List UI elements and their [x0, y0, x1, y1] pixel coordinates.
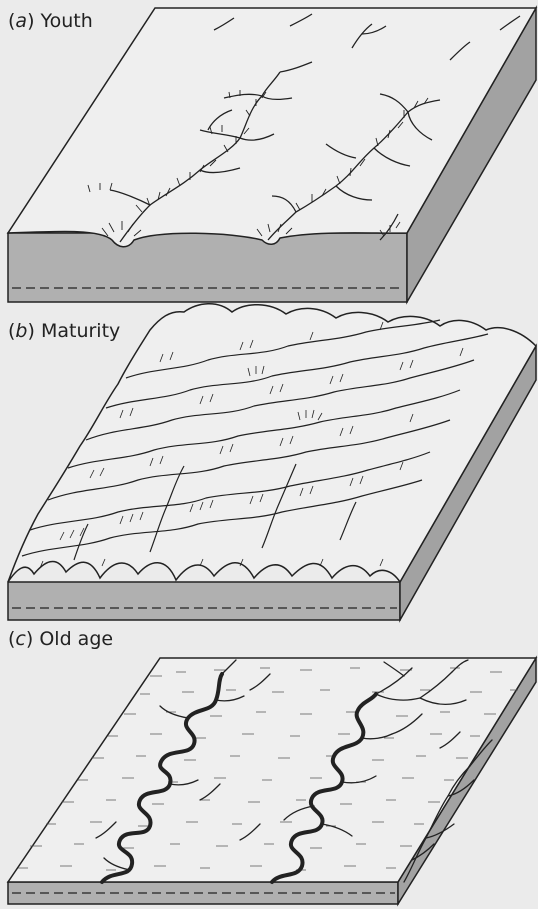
youth-block — [8, 8, 536, 302]
panel-label-youth: (a) Youth — [8, 10, 93, 32]
maturity-block — [8, 304, 536, 620]
panel-label-old-age-name: Old age — [39, 628, 113, 650]
panel-label-maturity-letter: b — [15, 320, 27, 342]
panel-label-youth-name: Youth — [41, 10, 93, 32]
panel-label-old-age: (c) Old age — [8, 628, 113, 650]
panel-label-old-age-paren-close: ) — [26, 628, 33, 650]
panel-label-old-age-letter: c — [15, 628, 25, 650]
youth-block-front-face — [8, 233, 407, 302]
panel-label-maturity-name: Maturity — [41, 320, 120, 342]
maturity-block-front-face — [8, 582, 400, 620]
maturity-block-top-surface — [8, 304, 536, 582]
panel-label-youth-letter: a — [15, 10, 27, 32]
panel-label-youth-paren-close: ) — [27, 10, 34, 32]
panel-label-maturity-paren-close: ) — [27, 320, 34, 342]
panel-label-maturity: (b) Maturity — [8, 320, 120, 342]
old-age-block — [8, 658, 536, 904]
